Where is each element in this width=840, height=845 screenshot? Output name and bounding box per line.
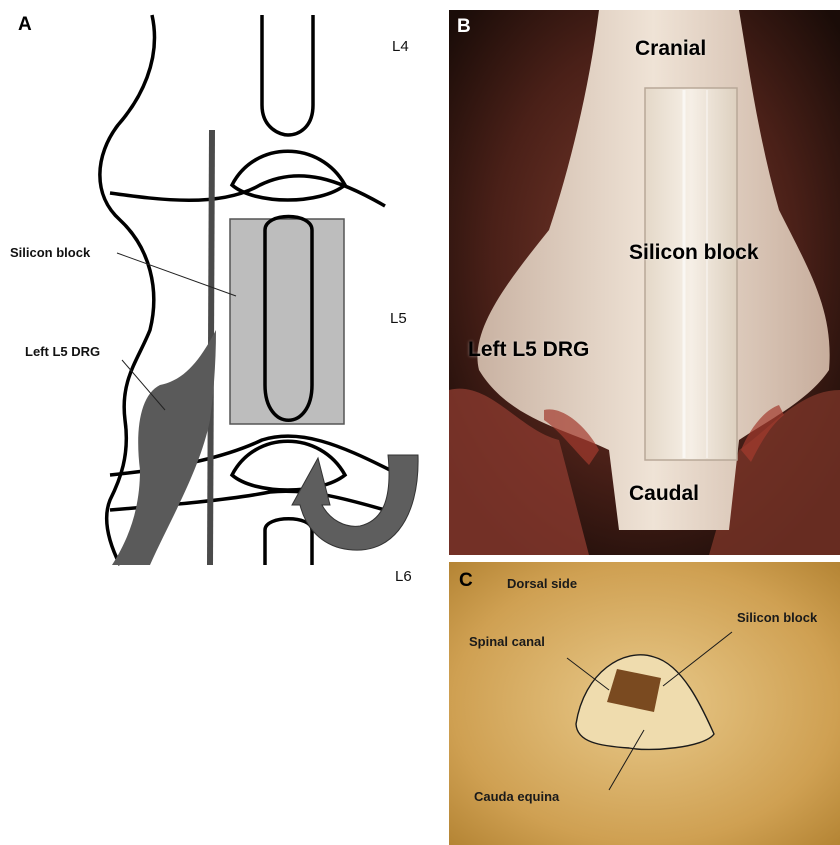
panel-c-photo: C Dorsal side Silicon block Spinal canal… [449,562,840,845]
silicon-block-rect [230,219,344,424]
panel-a-schematic: A Silicon block Left L5 DRG L4 L5 L6 [0,0,440,600]
label-photo-silicon-block: Silicon block [629,241,759,265]
label-dorsal-side: Dorsal side [507,576,577,591]
label-spinal-canal: Spinal canal [469,634,545,649]
level-l6: L6 [395,568,412,585]
leader-silicon-block [117,253,236,296]
level-l4: L4 [392,38,409,55]
panel-letter-c: C [459,570,473,592]
articular-lens-lower [232,441,345,490]
level-l5: L5 [390,310,407,327]
schematic-drawing [0,0,440,600]
label-cauda-equina: Cauda equina [474,789,559,804]
label-left-drg: Left L5 DRG [25,344,100,359]
label-silicon-block: Silicon block [10,245,90,260]
label-photo-left-drg: Left L5 DRG [468,338,589,362]
panel-letter-b: B [457,16,471,38]
label-c-silicon-block: Silicon block [737,610,817,625]
spinous-process-l6 [265,519,312,565]
spinous-process-l4 [262,15,313,135]
surgical-photo [449,10,840,555]
photo-silicon-block [645,88,737,460]
panel-b-photo: B Cranial Silicon block Left L5 DRG Caud… [449,10,840,555]
label-caudal: Caudal [629,482,699,506]
panel-letter-a: A [18,14,32,36]
label-cranial: Cranial [635,37,706,61]
